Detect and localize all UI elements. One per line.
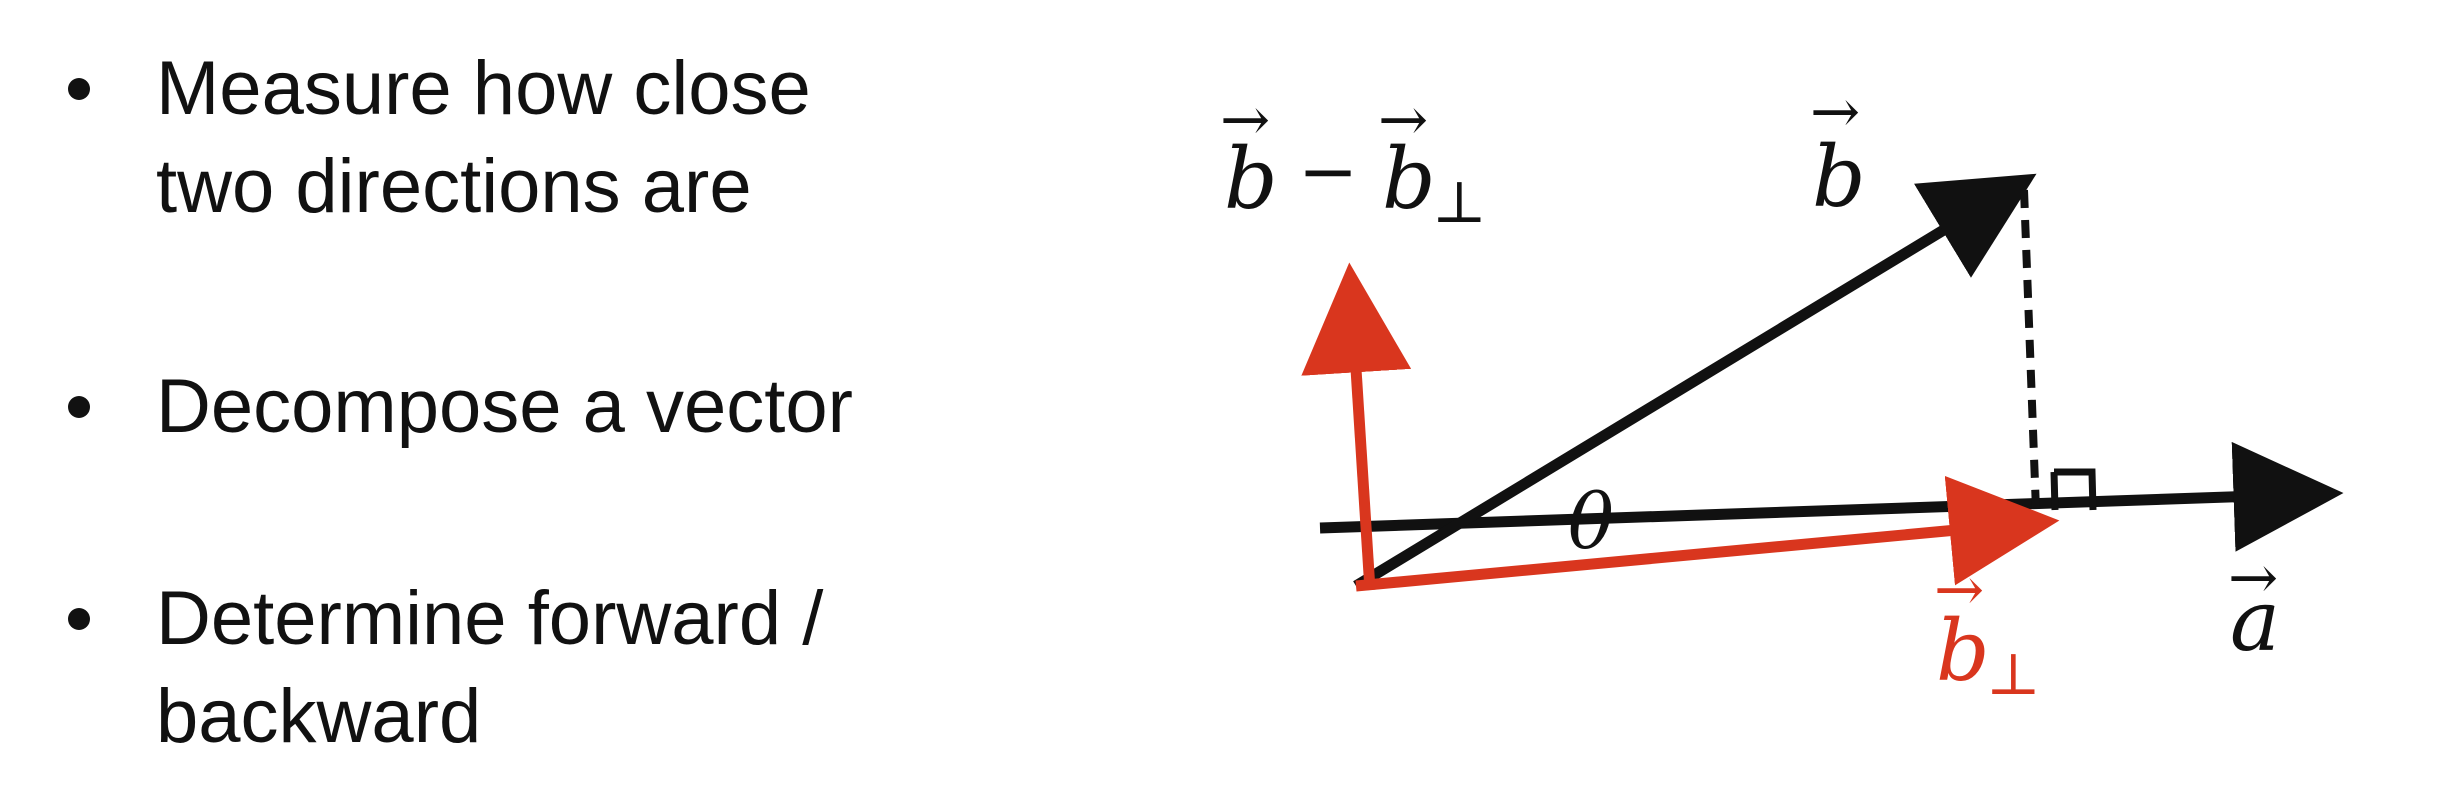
bullet-dot-icon [68,78,90,100]
arrow-accent-icon: → [1934,555,1984,625]
label-b-minus-b-perp: → b − → b ⊥ [1220,85,1487,236]
label-theta: θ [1568,477,1614,566]
diagram-canvas: → b − → b ⊥ → b θ → b ⊥ → a [1220,77,2344,708]
bullet-item-determine: Determine forward / backward [68,570,823,766]
projection-dotted-line [2020,189,2040,511]
arrow-accent-icon: → [1378,85,1428,155]
arrow-accent-icon: → [1220,85,1270,155]
label-b-second: b [1382,130,1436,228]
label-b-perp: → b ⊥ [1934,555,2041,708]
vector-b-minus-b-perp-arrow [1301,262,1412,591]
bullet-text: Measure how close two directions are [156,46,811,229]
vector-a-arrow [1319,441,2344,552]
label-b-text: b [1812,128,1866,226]
vector-b-arrow [1353,173,2037,591]
arrow-accent-icon: → [1810,77,1860,147]
vector-projection-diagram: → b − → b ⊥ → b θ → b ⊥ → a [1100,0,2440,812]
bullet-dot-icon [68,608,90,630]
label-perp-subscript: ⊥ [1986,640,2041,708]
label-a: → a [2228,543,2280,670]
bullet-text: Determine forward / backward [156,576,824,759]
arrow-accent-icon: → [2228,543,2278,613]
label-b: → b [1810,77,1866,226]
label-minus-operator: − [1298,129,1358,213]
label-b-perp-text: b [1936,602,1990,700]
bullet-item-measure: Measure how close two directions are [68,40,811,236]
label-a-text: a [2230,572,2280,670]
bullet-text: Decompose a vector [156,364,853,449]
label-perp-subscript: ⊥ [1432,168,1487,236]
bullet-dot-icon [68,396,90,418]
vector-b-perp-arrow [1355,475,2060,592]
label-b-main: b [1224,130,1278,228]
bullet-item-decompose: Decompose a vector [68,358,853,456]
bullet-list: Measure how close two directions are Dec… [68,40,1028,780]
